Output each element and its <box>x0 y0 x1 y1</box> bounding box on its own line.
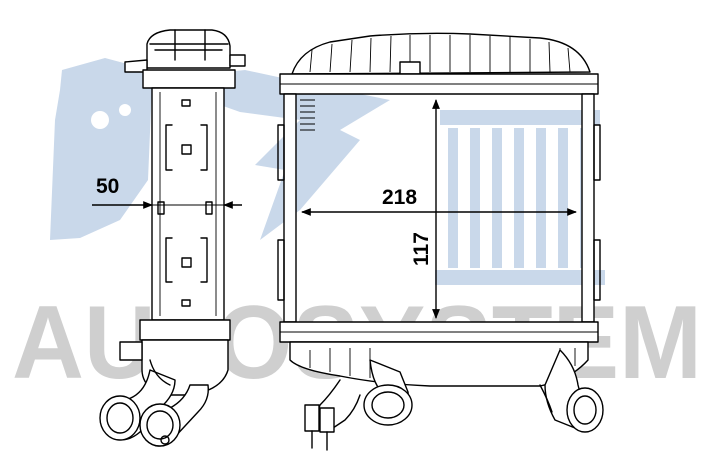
front-view: 218 117 <box>277 32 604 451</box>
height-label: 117 <box>410 232 433 266</box>
width-label: 218 <box>382 186 417 209</box>
depth-label: 50 <box>96 175 119 198</box>
side-view: 50 <box>92 29 246 447</box>
watermark-logo <box>50 58 605 285</box>
